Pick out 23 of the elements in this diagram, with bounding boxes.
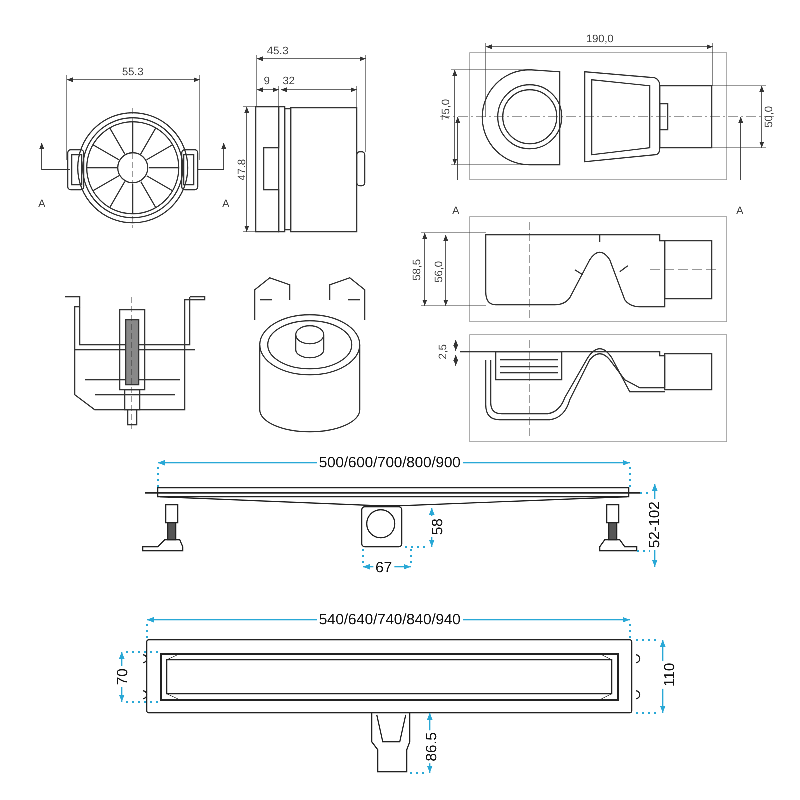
dimension-value: 9 [262,76,272,88]
dimension-value: 47.8 [238,158,248,183]
section-label: A [735,206,745,218]
dimension-value: 32 [282,76,296,88]
dimension-value: 52-102 [648,500,662,550]
dimension-value: 70 [116,666,130,688]
dimension-value: 190,0 [585,34,615,46]
dimension-value: 86.5 [424,730,440,764]
dimension-value: 110 [662,661,678,689]
dimension-value: 58 [430,516,446,538]
dimension-value: 55.3 [121,68,145,78]
dimension-value: 45.3 [266,46,290,58]
dimension-value: 2,5 [438,343,450,362]
dimension-value: 500/600/700/800/900 [317,456,463,470]
dimension-value: 58,5 [412,258,424,283]
dimension-value: 75,0 [442,98,452,123]
dimension-value: 540/640/740/840/940 [317,612,463,628]
section-label: A [37,200,47,210]
section-label: A [451,206,461,218]
dimension-value: 67 [374,560,394,576]
section-label: A [221,200,231,210]
dimension-value: 50,0 [764,105,776,130]
dimension-value: 56,0 [434,260,446,285]
